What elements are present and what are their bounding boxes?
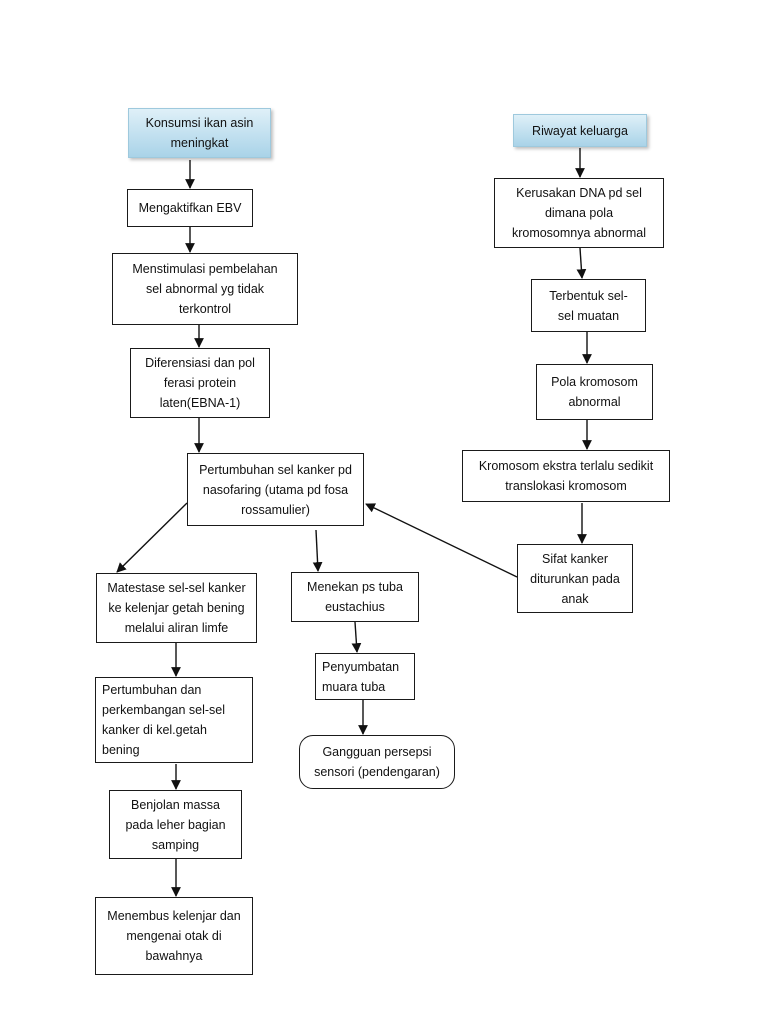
node-mengaktifkan-ebv: Mengaktifkan EBV — [127, 189, 253, 227]
node-riwayat-keluarga: Riwayat keluarga — [513, 114, 647, 147]
arrow-menekan-to-penyumbatan — [351, 621, 362, 653]
node-diferensiasi: Diferensiasi dan pol ferasi protein late… — [130, 348, 270, 418]
node-gangguan-persepsi: Gangguan persepsi sensori (pendengaran) — [299, 735, 455, 789]
node-pertumbuhan-kgb: Pertumbuhan dan perkembangan sel-sel kan… — [95, 677, 253, 763]
arrow-pertumbuhan-to-metastase — [116, 502, 188, 573]
node-sifat-kanker: Sifat kanker diturunkan pada anak — [517, 544, 633, 613]
node-menstimulasi-pembelahan: Menstimulasi pembelahan sel abnormal yg … — [112, 253, 298, 325]
arrow-pertumbuhan-to-menekan — [312, 529, 323, 572]
node-pertumbuhan-sel-kanker: Pertumbuhan sel kanker pd nasofaring (ut… — [187, 453, 364, 526]
node-benjolan-massa: Benjolan massa pada leher bagian samping — [109, 790, 242, 859]
node-konsumsi-ikan-asin: Konsumsi ikan asin meningkat — [128, 108, 271, 158]
arrow-kerusakan-to-terbentuk — [576, 247, 587, 279]
node-metastase: Matestase sel-sel kanker ke kelenjar get… — [96, 573, 257, 643]
node-menekan-tuba: Menekan ps tuba eustachius — [291, 572, 419, 622]
node-pola-kromosom: Pola kromosom abnormal — [536, 364, 653, 420]
node-kromosom-ekstra: Kromosom ekstra terlalu sedikit translok… — [462, 450, 670, 502]
arrow-sifat-to-pertumbuhan — [365, 503, 518, 578]
node-penyumbatan-muara: Penyumbatan muara tuba — [315, 653, 415, 700]
node-terbentuk-sel: Terbentuk sel- sel muatan — [531, 279, 646, 332]
node-menembus-kelenjar: Menembus kelenjar dan mengenai otak di b… — [95, 897, 253, 975]
node-kerusakan-dna: Kerusakan DNA pd sel dimana pola kromoso… — [494, 178, 664, 248]
